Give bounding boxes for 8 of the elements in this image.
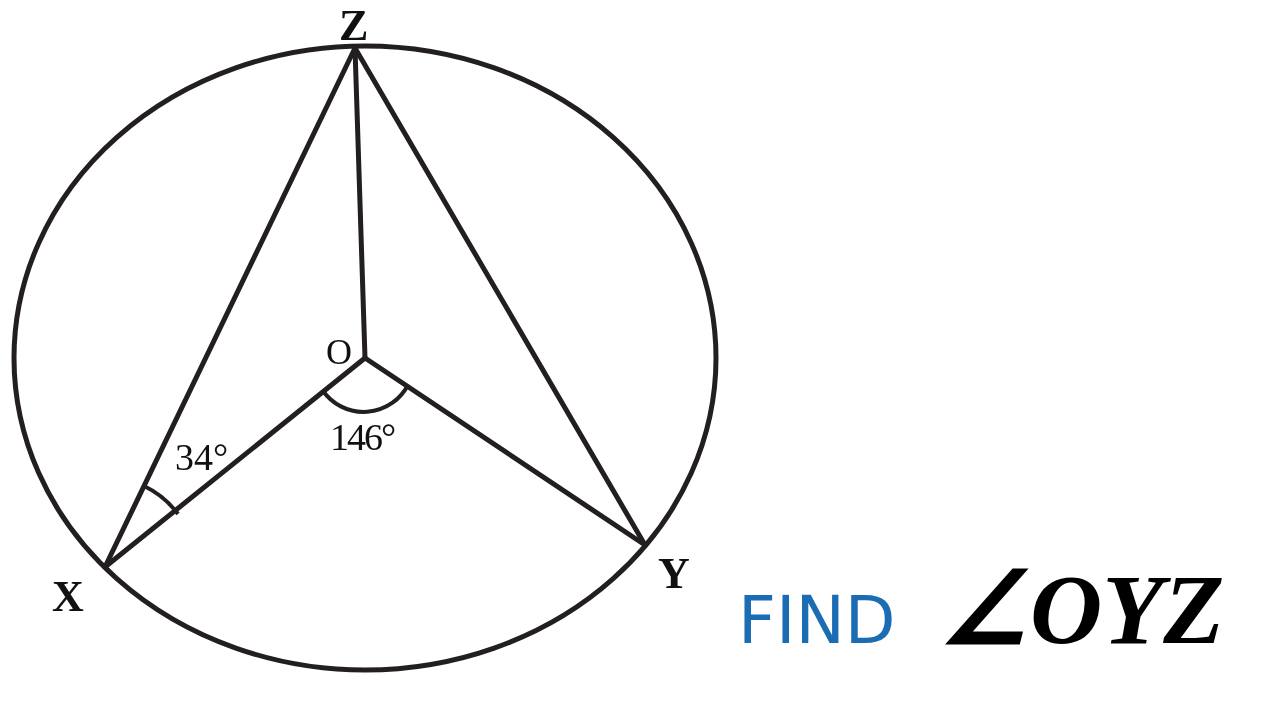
angle-name: ∠OYZ <box>940 560 1225 660</box>
point-label: Y <box>658 552 690 596</box>
point-label: Z <box>339 4 369 48</box>
angle-label: 146° <box>330 418 395 456</box>
angle-label: 34° <box>175 438 229 476</box>
point-label: O <box>326 334 352 370</box>
prompt-text: FIND <box>738 588 896 654</box>
point-label: X <box>52 575 84 619</box>
